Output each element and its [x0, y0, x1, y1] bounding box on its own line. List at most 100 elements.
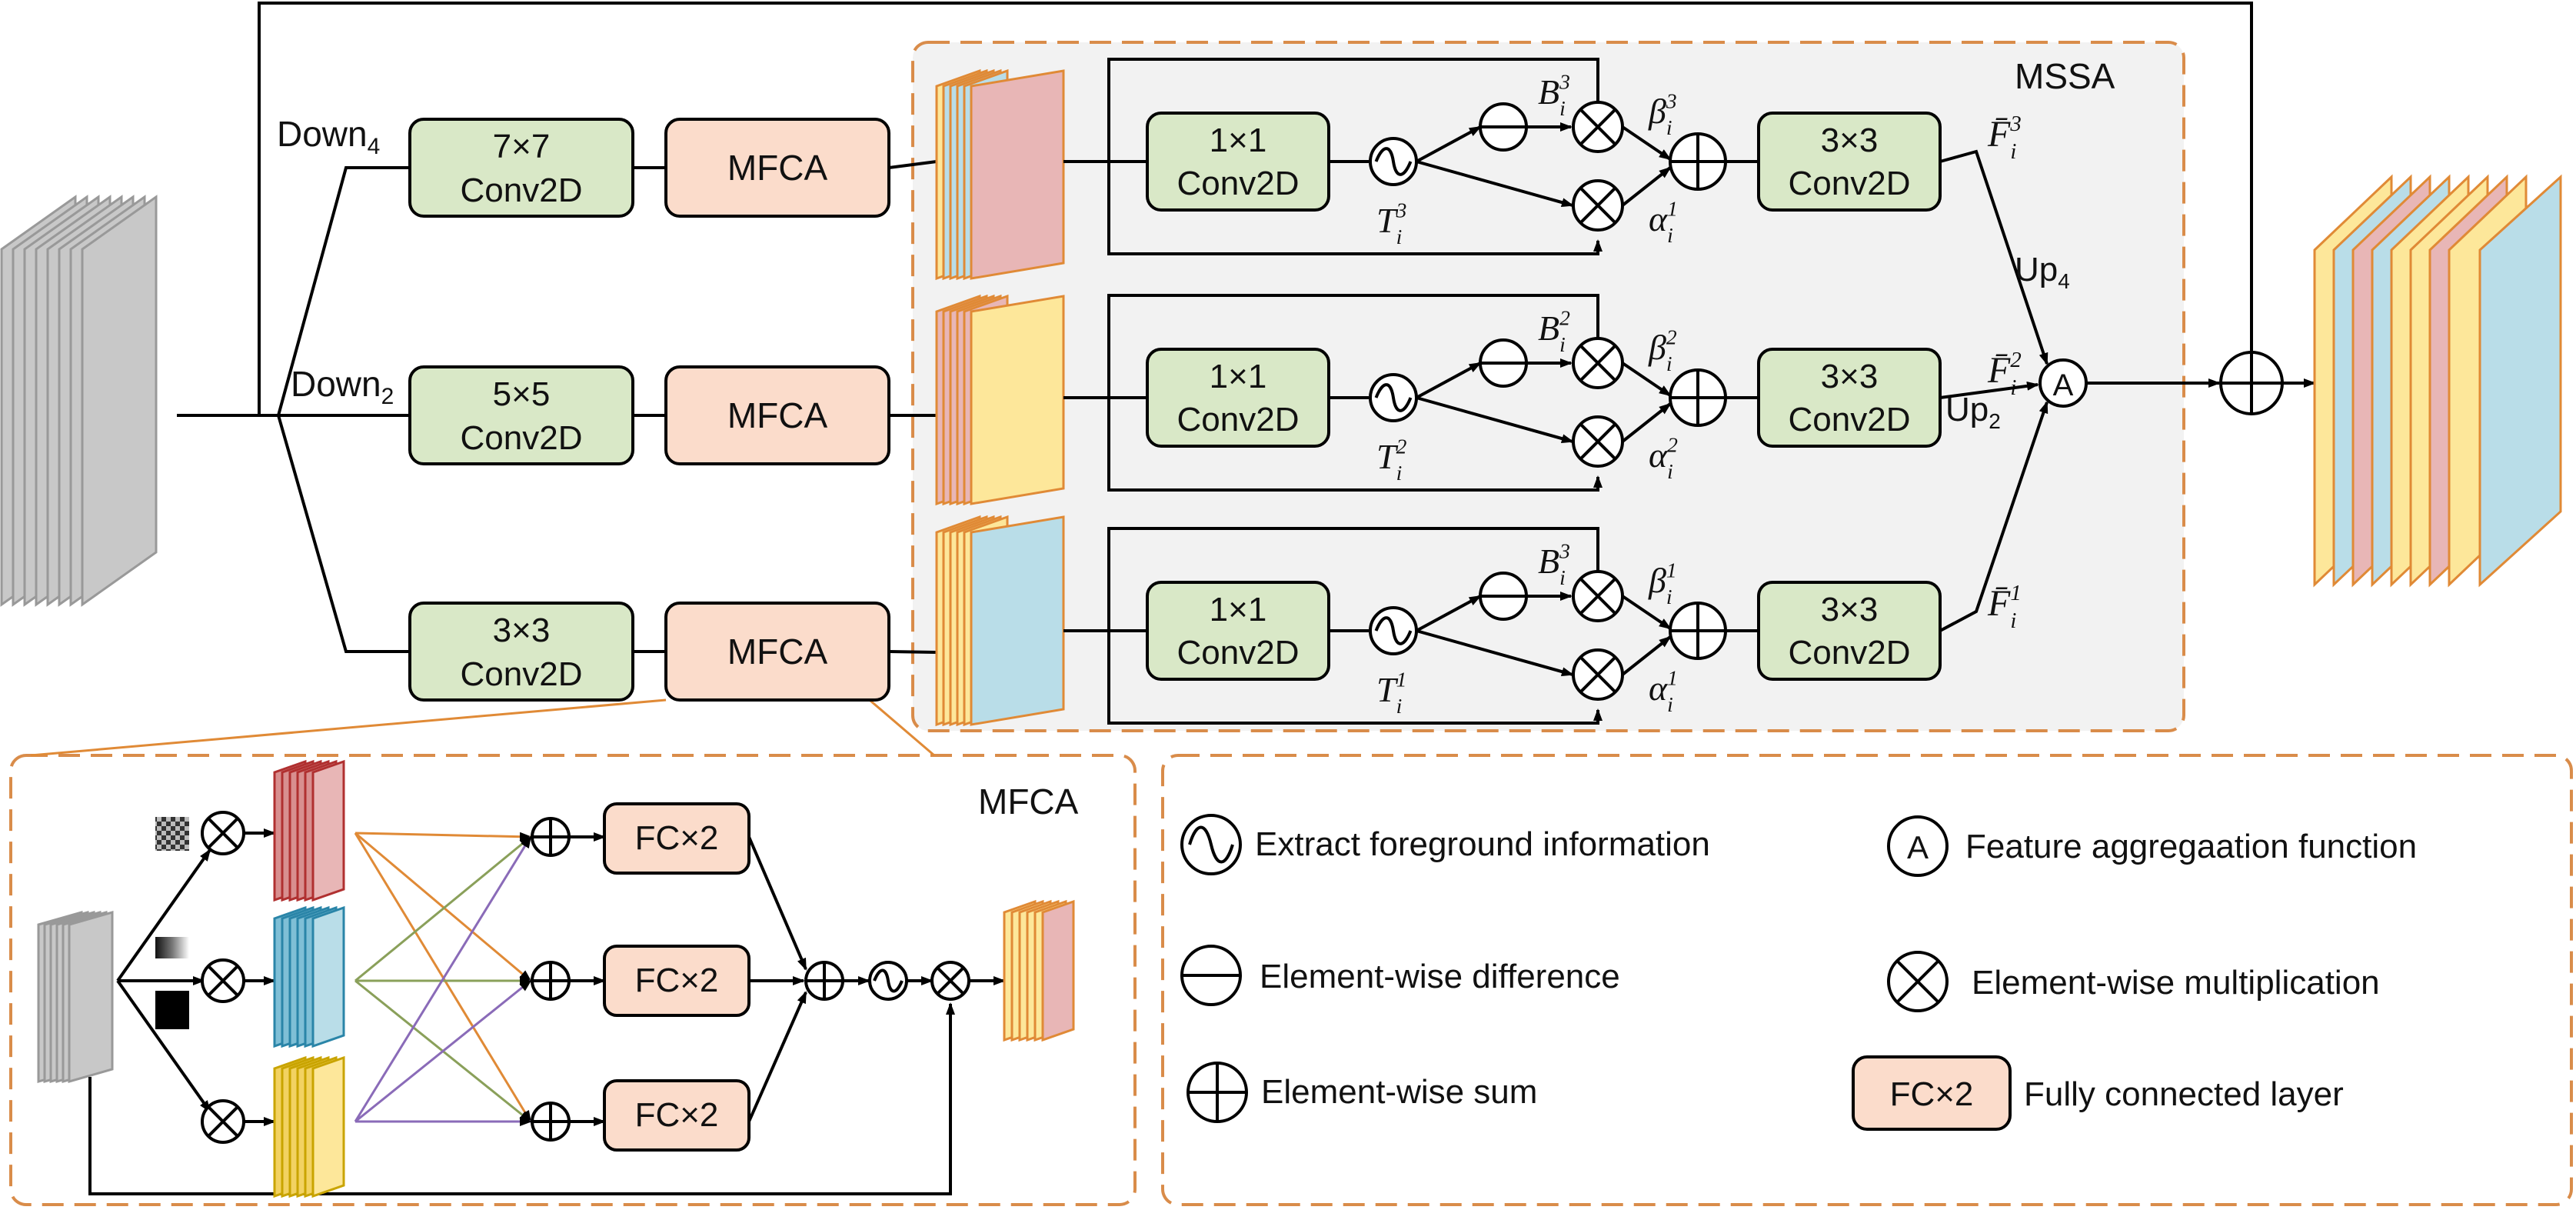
- mfca-fc-1-label: FC×2: [635, 819, 719, 857]
- mfca-fc-3-label: FC×2: [635, 1096, 719, 1134]
- mssa-row-2-extract-node-wave: [1374, 383, 1413, 412]
- mfca-in-to-mult1: [116, 848, 211, 982]
- aggregation-node-label: A: [2053, 368, 2074, 402]
- mfca-block-1: [664, 118, 890, 218]
- mfca-mult-2-stroke: [207, 965, 239, 997]
- mssa-row-2-conv1x1-top: 1×1: [1210, 358, 1267, 395]
- mssa-stack-3-front: [970, 515, 1065, 726]
- mssa-row-2-mult-lower-stroke: [1579, 423, 1616, 460]
- mfca-extract-node-wave: [873, 968, 904, 993]
- mssa-row-2-to-mult-lower: [1416, 396, 1574, 443]
- mssa-row-2-mult-upper-stroke: [1579, 345, 1616, 382]
- mfca-panel-title: MFCA: [978, 782, 1079, 822]
- conv7-block: [408, 118, 634, 218]
- mssa-row-1-bypass-bot: [1107, 162, 1603, 255]
- mfca1-to-stack: [888, 160, 937, 169]
- mfca-red-stack-sheet-5: [311, 759, 345, 902]
- mfca-block-3: [664, 602, 890, 702]
- mssa-row-1-conv3x3-bot: Conv2D: [1789, 165, 1911, 202]
- mssa-row-2-lower-to-sum: [1621, 402, 1672, 443]
- mssa-row-3-bypass-bot: [1107, 631, 1603, 725]
- mssa-row-3-bypass-top: [1107, 527, 1603, 631]
- mssa-row-3-conv3x3-top: 3×3: [1821, 591, 1879, 628]
- mfca-fc-2: [603, 945, 751, 1017]
- legend-diff-icon: [1180, 945, 1242, 1006]
- conv3-block: [408, 602, 634, 702]
- row2-to-aggregation: [1939, 381, 2039, 399]
- skip-connection: [258, 2, 2256, 415]
- up2-label: Up2: [1945, 391, 2001, 433]
- mfca-zoom-line-left: [30, 698, 667, 757]
- mfca-fc-1: [603, 802, 751, 875]
- mssa-row-3-conv1x1-bot: Conv2D: [1177, 634, 1300, 672]
- mssa-row-3-conv3x3-bot: Conv2D: [1789, 634, 1911, 672]
- mssa-panel: [911, 41, 2185, 732]
- input-feature-stack-sheet-7: [81, 195, 158, 607]
- mssa-row-2-to-diff: [1416, 362, 1482, 399]
- conv5-bot: Conv2D: [461, 419, 583, 457]
- conv3-bot: Conv2D: [461, 655, 583, 693]
- mssa-stack-1-front: [970, 69, 1065, 280]
- mfca-fc-3: [603, 1079, 751, 1152]
- conv3-top: 3×3: [493, 612, 551, 649]
- mfca-input-stack-sheet-5: [68, 911, 114, 1083]
- up4-label: Up4: [2015, 251, 2070, 293]
- mssa-row-3-extract-node-wave: [1374, 616, 1413, 645]
- mfca-in-to-mult3: [116, 979, 211, 1113]
- mssa-row-3-to-mult-lower: [1416, 629, 1574, 676]
- legend-fc-label: Fully connected layer: [2024, 1075, 2344, 1113]
- mssa-row-2-conv3x3-bot: Conv2D: [1789, 401, 1911, 438]
- legend-mult-label: Element-wise multiplication: [1972, 964, 2380, 1002]
- mfca-fc1-to-sum: [747, 836, 807, 971]
- mssa-row-1-conv1x1-top: 1×1: [1210, 122, 1267, 159]
- legend-panel: [1161, 754, 2573, 1206]
- mssa-row-3-mult-lower-stroke: [1579, 656, 1616, 693]
- mssa-row-1-bypass-top: [1107, 58, 1603, 162]
- legend-sum-label: Element-wise sum: [1261, 1073, 1537, 1111]
- mfca-skip: [88, 1002, 955, 1195]
- output-stack-front: [2478, 174, 2562, 588]
- mfca-cross-2-1: [354, 979, 532, 1123]
- mfca-blue-stack-sheet-5: [311, 905, 345, 1048]
- branch-down4: [277, 166, 410, 416]
- mfca-mult-3-stroke: [207, 1105, 239, 1138]
- down2-label: Down2: [291, 364, 394, 409]
- mask-solid-icon: [155, 991, 189, 1029]
- mfca-zoom-line-right: [864, 695, 935, 757]
- mfca-mult-1-stroke: [207, 817, 239, 849]
- legend-fc-box-label: FC×2: [1890, 1075, 1974, 1113]
- mssa-row-2-bypass-top: [1107, 294, 1603, 398]
- mssa-stack-2-front: [970, 295, 1065, 505]
- mssa-row-3-to-diff: [1416, 595, 1482, 632]
- mssa-row-1-to-diff: [1416, 125, 1482, 163]
- mssa-row-1-mult-lower-stroke: [1579, 187, 1616, 224]
- mfca-cross-2-0: [354, 835, 532, 1122]
- mssa-row-2-conv1x1-bot: Conv2D: [1177, 401, 1300, 438]
- mfca-block-2-label: MFCA: [727, 395, 828, 435]
- conv5-block: [408, 365, 634, 465]
- legend-sum-icon: [1186, 1062, 1248, 1123]
- mssa-row-3-mult-upper-stroke: [1579, 578, 1616, 615]
- branch-3x3: [277, 415, 410, 653]
- legend-agg-icon: [1887, 815, 1949, 877]
- legend-mult-icon: [1887, 951, 1949, 1012]
- legend-fc-box: [1852, 1055, 2012, 1131]
- aggregation-node: [2039, 358, 2088, 408]
- mssa-row-1-upper-to-sum: [1621, 125, 1672, 161]
- mssa-row-2-upper-to-sum: [1621, 362, 1672, 397]
- mssa-row-1-to-mult-lower: [1416, 160, 1574, 207]
- mssa-title: MSSA: [2015, 56, 2115, 96]
- final-sum-node: [2219, 351, 2284, 415]
